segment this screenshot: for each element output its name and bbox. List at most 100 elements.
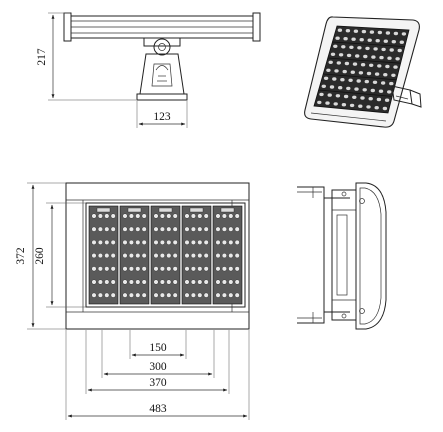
led-lens — [221, 279, 227, 285]
iso-led — [383, 39, 388, 43]
led-lens — [166, 266, 172, 272]
iso-led — [382, 106, 388, 111]
led-lens — [172, 213, 178, 219]
led-lens — [128, 253, 134, 259]
led-lens — [228, 279, 234, 285]
led-lens — [110, 226, 116, 232]
led-lens — [228, 266, 234, 272]
led-lens — [172, 266, 178, 272]
dim-total-height: 372 — [15, 182, 66, 330]
led-lens — [110, 213, 116, 219]
led-lens — [141, 213, 147, 219]
iso-led — [383, 73, 388, 77]
iso-led — [346, 53, 352, 58]
iso-led — [337, 28, 343, 32]
led-lens — [184, 213, 190, 219]
led-lens — [104, 226, 110, 232]
led-lens — [104, 292, 110, 298]
iso-led — [357, 46, 362, 50]
led-lens — [203, 226, 209, 232]
led-lens — [110, 279, 116, 285]
led-lens — [104, 253, 110, 259]
led-lens — [215, 239, 221, 245]
iso-led — [336, 61, 341, 65]
iso-led — [317, 100, 322, 105]
led-lens — [221, 226, 227, 232]
led-lens — [135, 266, 141, 272]
led-lens — [197, 226, 203, 232]
led-lens — [184, 239, 190, 245]
side-view — [63, 12, 261, 101]
iso-led — [353, 29, 359, 33]
iso-led — [385, 31, 391, 35]
iso-led-array — [317, 28, 407, 111]
led-lens — [228, 292, 234, 298]
led-lens — [110, 292, 116, 298]
led-lens — [190, 266, 196, 272]
led-lens — [97, 253, 103, 259]
iso-led — [371, 55, 376, 59]
led-lens — [97, 292, 103, 298]
iso-led — [387, 90, 392, 94]
dim-label-module-height: 260 — [34, 247, 46, 265]
iso-led — [350, 70, 355, 74]
iso-led — [369, 63, 374, 67]
led-lens — [91, 253, 97, 259]
iso-led — [325, 101, 330, 105]
front-view — [65, 182, 250, 330]
iso-led — [385, 64, 390, 69]
led-lens — [104, 239, 110, 245]
iso-led — [358, 71, 364, 75]
led-lens — [141, 292, 147, 298]
iso-led — [335, 36, 340, 40]
led-lens — [166, 292, 172, 298]
led-lens — [190, 239, 196, 245]
iso-led — [395, 57, 400, 61]
led-lens — [166, 279, 172, 285]
led-lens — [141, 279, 147, 285]
led-lens — [184, 226, 190, 232]
led-lens — [203, 266, 209, 272]
dim-label-mount-width: 123 — [153, 111, 171, 123]
iso-led — [348, 78, 353, 83]
led-lens — [234, 253, 240, 259]
iso-led — [354, 87, 359, 91]
iso-led — [356, 79, 361, 83]
led-lens — [203, 253, 209, 259]
led-lens — [153, 253, 159, 259]
iso-led — [355, 54, 360, 58]
iso-led — [360, 62, 366, 67]
led-lens — [128, 292, 134, 298]
iso-led — [343, 37, 348, 41]
iso-led — [372, 80, 378, 85]
led-lens — [184, 292, 190, 298]
led-lens — [184, 266, 190, 272]
led-lens — [135, 292, 141, 298]
led-lens — [110, 239, 116, 245]
iso-led — [321, 84, 326, 89]
led-lens — [122, 239, 128, 245]
iso-led — [323, 76, 329, 81]
led-lens — [215, 253, 221, 259]
led-module — [119, 205, 150, 305]
led-lens — [234, 292, 240, 298]
led-lens — [234, 279, 240, 285]
led-lens — [234, 266, 240, 272]
led-lens — [128, 239, 134, 245]
led-lens — [190, 213, 196, 219]
led-lens — [221, 292, 227, 298]
led-lens — [221, 213, 227, 219]
led-lens — [190, 253, 196, 259]
iso-led — [343, 94, 349, 99]
iso-led — [393, 31, 399, 36]
dim-module-pitch: 150 — [131, 342, 185, 357]
led-lens — [97, 279, 103, 285]
iso-led — [366, 71, 372, 76]
iso-led — [351, 37, 356, 41]
led-lens — [190, 226, 196, 232]
led-lens — [159, 213, 165, 219]
led-lens — [197, 253, 203, 259]
led-module — [150, 205, 181, 305]
led-lens — [166, 239, 172, 245]
dim-label-housing-inner: 370 — [149, 377, 167, 389]
